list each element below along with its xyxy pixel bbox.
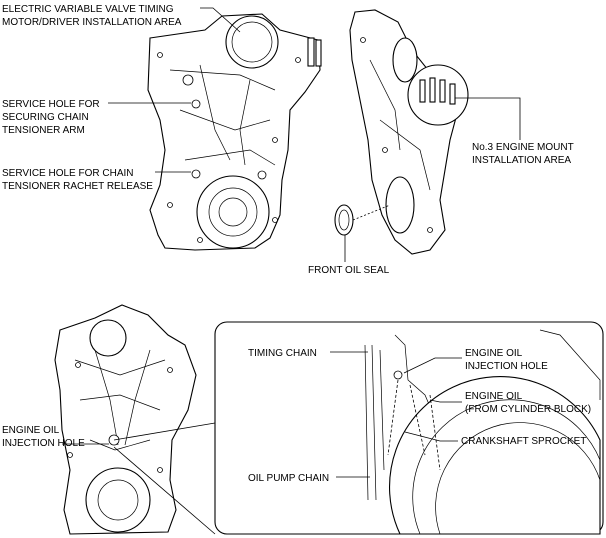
leader-lines bbox=[62, 7, 521, 478]
engine-oil-label-line2: (FROM CYLINDER BLOCK) bbox=[465, 404, 591, 415]
evvt-label-line1: ELECTRIC VARIABLE VALVE TIMING bbox=[2, 4, 174, 15]
oil-pump-chain-label: OIL PUMP CHAIN bbox=[248, 473, 329, 484]
engine-mount-label-line2: INSTALLATION AREA bbox=[472, 155, 571, 166]
front-cover-front-view bbox=[147, 13, 322, 251]
injection-hole-right-label-line2: INJECTION HOLE bbox=[465, 361, 548, 372]
front-cover-side-view bbox=[349, 9, 469, 255]
front-oil-seal bbox=[334, 204, 391, 236]
service-hole-arm-label-line2: SECURING CHAIN bbox=[2, 112, 89, 123]
engine-oil-label-line1: ENGINE OIL bbox=[465, 391, 523, 402]
service-hole-arm-label-line3: TENSIONER ARM bbox=[2, 125, 85, 136]
front-oil-seal-label: FRONT OIL SEAL bbox=[308, 265, 390, 276]
injection-hole-left-label-line2: INJECTION HOLE bbox=[2, 438, 85, 449]
service-hole-rachet-label-line2: TENSIONER RACHET RELEASE bbox=[2, 181, 153, 192]
engine-mount-label-line1: No.3 ENGINE MOUNT bbox=[472, 142, 574, 153]
timing-chain-label: TIMING CHAIN bbox=[248, 348, 317, 359]
injection-hole-left-label-line1: ENGINE OIL bbox=[2, 425, 60, 436]
service-hole-arm-label-line1: SERVICE HOLE FOR bbox=[2, 99, 100, 110]
evvt-label-line2: MOTOR/DRIVER INSTALLATION AREA bbox=[2, 17, 182, 28]
injection-hole-right-label-line1: ENGINE OIL bbox=[465, 348, 523, 359]
front-cover-bottom-view bbox=[54, 304, 197, 535]
detail-callout bbox=[113, 321, 604, 535]
crankshaft-sprocket-label: CRANKSHAFT SPROCKET bbox=[461, 436, 586, 447]
service-hole-rachet-label-line1: SERVICE HOLE FOR CHAIN bbox=[2, 168, 134, 179]
